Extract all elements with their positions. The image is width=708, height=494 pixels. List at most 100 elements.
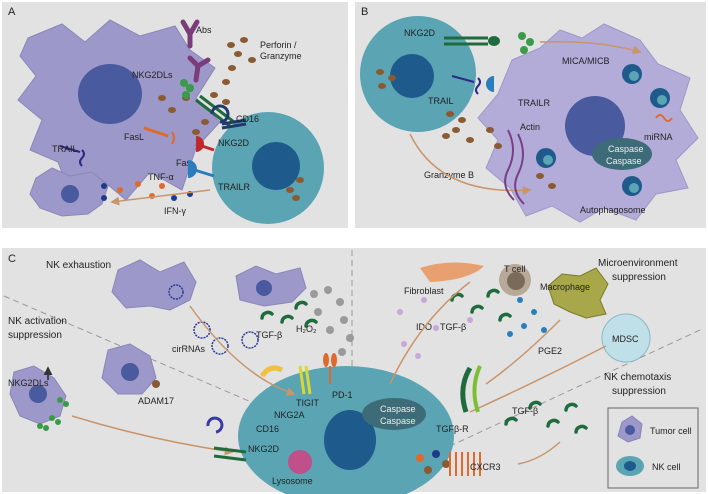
nk-nucleus-a — [252, 142, 300, 190]
arrow-activation — [71, 415, 234, 456]
arrow-cirrnas — [189, 305, 296, 396]
t-cell-nucleus — [507, 272, 525, 290]
label-cd16: CD16 — [236, 114, 259, 124]
legend-nk-nucleus — [624, 461, 636, 471]
label-mdsc: MDSC — [612, 334, 639, 344]
arrow-mica — [539, 40, 642, 55]
label-exhaustion: NK exhaustion — [46, 260, 111, 271]
label-tgfb-2: TGF-β — [440, 322, 466, 332]
label-micro-2: suppression — [612, 272, 666, 283]
antibody-icon — [180, 19, 211, 83]
tgfbr-icon — [460, 366, 473, 413]
label-trail-a: TRAIL — [52, 144, 78, 154]
nk-c-granules — [416, 450, 450, 474]
label-granzyme: Granzyme B — [424, 170, 474, 180]
mirna-icon — [655, 114, 673, 122]
label-mirna: miRNA — [644, 132, 673, 142]
panel-a: A Abs Perforin / Granzyme — [2, 2, 348, 228]
pd1-icon — [323, 353, 337, 384]
panel-b: B NKG2D MICA/MICB TRAIL TRAILR — [355, 2, 706, 228]
nkg2d-ligand-icon — [180, 79, 194, 99]
actin-icon — [504, 129, 515, 201]
cxcr3-icon — [449, 452, 481, 476]
label-nkg2dls-c: NKG2DLs — [8, 378, 49, 388]
mica-icon — [518, 32, 534, 54]
label-adam17: ADAM17 — [138, 396, 174, 406]
legend-box — [607, 407, 699, 489]
label-nkg2d-b: NKG2D — [404, 28, 436, 38]
granzyme-granules — [376, 69, 556, 189]
label-trailr-a: TRAILR — [218, 182, 251, 192]
inhibition-lines — [389, 281, 607, 413]
nk-nucleus-b — [390, 54, 434, 98]
pge2-icons — [507, 297, 547, 337]
lysosome-icon — [288, 450, 312, 474]
label-tcell: T cell — [504, 264, 525, 274]
autophagosome-icons — [536, 64, 670, 196]
label-perforin-2: Granzyme — [260, 51, 302, 61]
arrow-cytokine — [110, 189, 211, 206]
label-ifn: IFN-γ — [164, 206, 186, 216]
label-macrophage: Macrophage — [540, 282, 590, 292]
nkg2d-receptor-b-icon — [444, 36, 488, 46]
label-nkg2a: NKG2A — [274, 410, 305, 420]
label-tnf: TNF-α — [148, 172, 174, 182]
cd16-icon — [210, 104, 247, 130]
nkg2d-c-icon — [213, 446, 247, 462]
label-cxcr3: CXCR3 — [470, 462, 501, 472]
small-tumor-nucleus-a — [61, 185, 79, 203]
legend-nk-label: NK cell — [652, 462, 681, 472]
caspase-ellipse-b — [592, 138, 652, 170]
arrow-cxcr3 — [517, 441, 561, 465]
fasl-icon — [143, 126, 175, 145]
nkg2dls-c-icons — [37, 397, 69, 431]
label-caspase-c2: Caspase — [380, 416, 416, 426]
tgfb-icons-bottom — [504, 400, 588, 434]
legend: Tumor cell NK cell — [607, 407, 699, 489]
macrophage-icon — [547, 267, 609, 319]
label-trailr-b: TRAILR — [518, 98, 551, 108]
fas-icon — [195, 136, 215, 152]
label-caspase-b1: Caspase — [608, 144, 644, 154]
tumor-nucleus-activation — [29, 385, 47, 403]
label-actin: Actin — [520, 122, 540, 132]
mdsc-icon — [601, 313, 651, 363]
label-activation-1: NK activation — [8, 316, 67, 327]
label-lysosome: Lysosome — [272, 476, 313, 486]
legend-tumor-nucleus — [625, 425, 635, 435]
cd16-c-icon — [206, 416, 224, 434]
tumor-cell-exhaustion — [111, 259, 197, 311]
trail-b-icon — [451, 75, 481, 95]
label-caspase-c1: Caspase — [380, 404, 416, 414]
panel-a-label: A — [8, 6, 16, 18]
trailr-b-icon — [486, 76, 494, 92]
label-nkg2d: NKG2D — [218, 138, 250, 148]
label-cirrnas: cirRNAs — [172, 344, 205, 354]
label-tgfb-3: TGF-β — [512, 406, 538, 416]
label-fas: Fas — [176, 158, 192, 168]
perforin-granules — [158, 37, 304, 201]
nkg2a-ligand-icon — [259, 365, 284, 378]
panel-b-label: B — [361, 6, 368, 18]
panel-c: C NK exhaustion NK activation suppressio… — [2, 248, 706, 494]
nk-nucleus-c — [324, 410, 376, 470]
label-mica: MICA/MICB — [562, 56, 610, 66]
label-micro-1: Microenvironment — [598, 258, 678, 269]
arrow-granzyme — [409, 133, 532, 195]
label-fasl: FasL — [124, 132, 144, 142]
label-caspase-b2: Caspase — [606, 156, 642, 166]
trailr-icon — [187, 160, 215, 178]
label-trail-b: TRAIL — [428, 96, 454, 106]
panel-c-label: C — [8, 253, 16, 265]
adam17-icon — [152, 380, 160, 388]
label-pge2: PGE2 — [538, 346, 562, 356]
label-activation-2: suppression — [8, 330, 62, 341]
label-abs: Abs — [196, 25, 212, 35]
label-nkg2d-c: NKG2D — [248, 444, 280, 454]
label-autophagosome: Autophagosome — [580, 205, 646, 215]
label-tgfbr: TGFβ-R — [436, 424, 469, 434]
tumor-nucleus-adam17 — [121, 363, 139, 381]
label-fibroblast: Fibroblast — [404, 286, 444, 296]
trail-icon — [59, 145, 85, 167]
